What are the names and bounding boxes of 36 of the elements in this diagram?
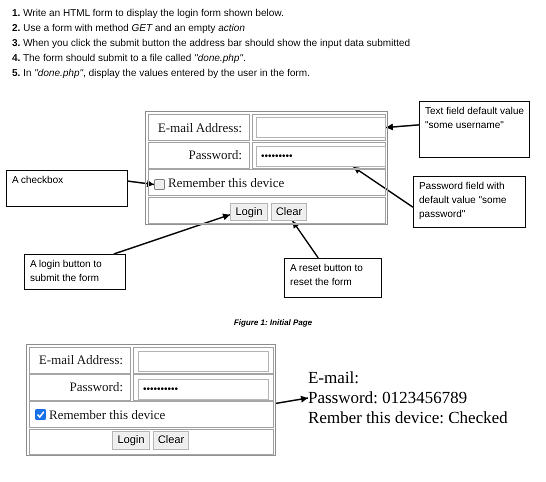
checkbox (154, 179, 165, 190)
password-field: ••••••••• (256, 146, 386, 167)
clear-button: Clear (271, 203, 307, 221)
instruction-text: 1. Write an HTML form to display the login form shown below. (12, 8, 284, 19)
field-label: Remember this device (168, 174, 284, 191)
field-label: Password: (188, 147, 242, 164)
figure-caption: Figure 1: Initial Page (232, 318, 314, 327)
output-text: Password: 0123456789 (308, 388, 468, 408)
field-label: Password: (70, 379, 123, 396)
leader-line (114, 214, 230, 255)
instruction-text: 5. In "done.php", display the values entered by the user in the form. (12, 68, 310, 79)
leader-line (353, 166, 414, 208)
instruction-text: 3. When you click the submit button the address bar should show the input data submitted (12, 38, 410, 49)
password-field: •••••••••• (138, 379, 269, 400)
callout-box: Password field with default value "some password" (413, 176, 526, 228)
output-text: Rember this device: Checked (308, 408, 509, 428)
leader-line (386, 123, 420, 130)
login-button: Login (112, 431, 150, 450)
callout-box: A reset button to reset the form (284, 258, 382, 298)
login-button: Login (230, 203, 268, 221)
arrow (276, 396, 308, 404)
callout-box: A login button to submit the form (24, 254, 126, 290)
field-label: E-mail Address: (158, 120, 242, 136)
callout-box: Text field default value "some username" (419, 101, 530, 158)
leader-line (292, 220, 319, 258)
field-label: E-mail Address: (38, 352, 123, 368)
input-field (256, 117, 386, 138)
instruction-text: 4. The form should submit to a file called "done.php". (12, 53, 246, 64)
checkbox (35, 409, 46, 420)
output-text: E-mail: (308, 368, 360, 388)
field-label: Remember this device (49, 406, 166, 423)
leader-line (128, 180, 154, 188)
callout-box: A checkbox (6, 170, 128, 207)
instruction-text: 2. Use a form with method GET and an empty action (12, 23, 245, 34)
input-field (138, 351, 269, 372)
clear-button: Clear (153, 431, 189, 450)
